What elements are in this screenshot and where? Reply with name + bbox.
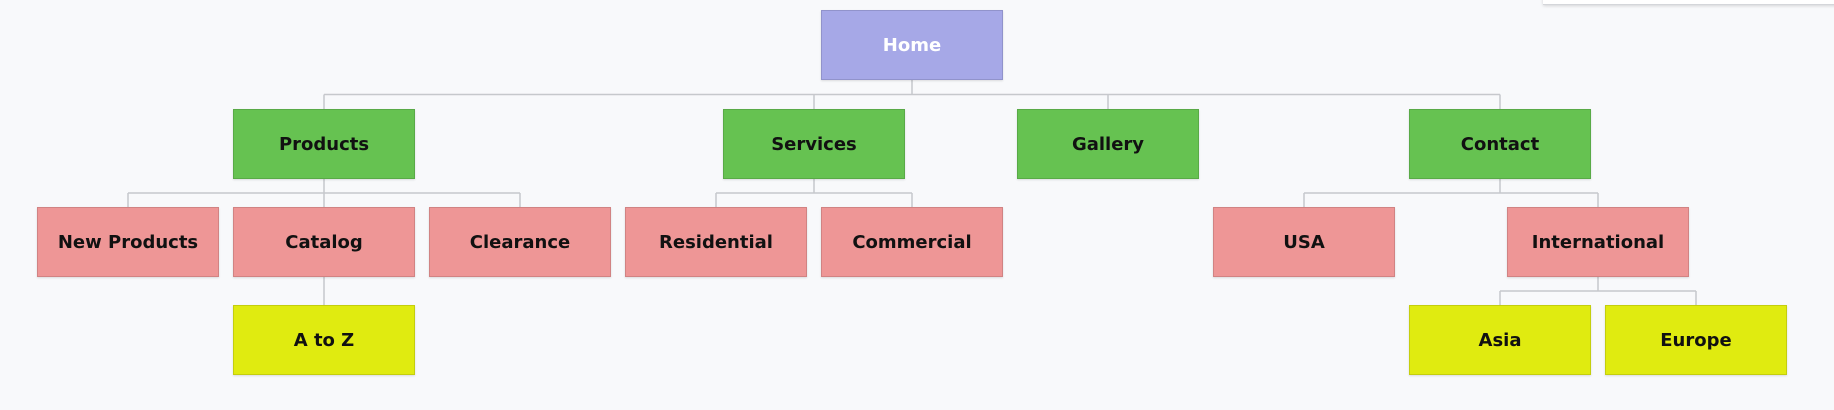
node-contact[interactable]: Contact [1409, 109, 1591, 179]
node-commercial[interactable]: Commercial [821, 207, 1003, 277]
node-catalog[interactable]: Catalog [233, 207, 415, 277]
node-gallery[interactable]: Gallery [1017, 109, 1199, 179]
node-services[interactable]: Services [723, 109, 905, 179]
node-europe[interactable]: Europe [1605, 305, 1787, 375]
node-home[interactable]: Home [821, 10, 1003, 80]
node-usa[interactable]: USA [1213, 207, 1395, 277]
node-residential[interactable]: Residential [625, 207, 807, 277]
corner-panel [1543, 0, 1834, 5]
node-products[interactable]: Products [233, 109, 415, 179]
node-international[interactable]: International [1507, 207, 1689, 277]
node-asia[interactable]: Asia [1409, 305, 1591, 375]
node-new-products[interactable]: New Products [37, 207, 219, 277]
node-clearance[interactable]: Clearance [429, 207, 611, 277]
node-a-to-z[interactable]: A to Z [233, 305, 415, 375]
